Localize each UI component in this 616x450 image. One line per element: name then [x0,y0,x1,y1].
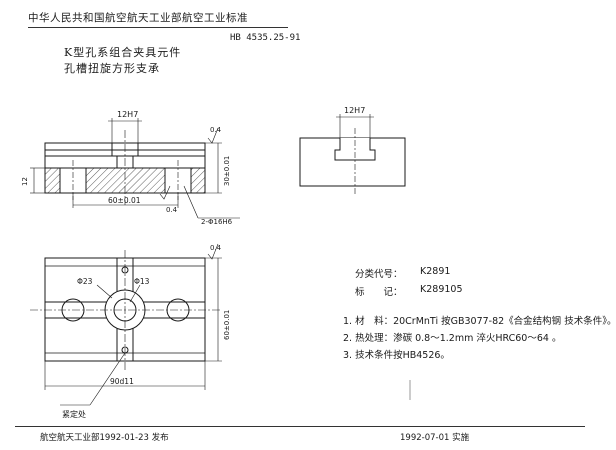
label-dim-30: 30±0.01 [223,156,231,186]
title-line-2: 孔槽扭旋方形支承 [64,62,160,75]
label-rough-b: 0.4 [166,206,178,214]
label-dim-holes: 2-Φ16H6 [201,218,233,226]
label-rough-a: 0.4 [210,126,222,134]
roughness-mark-a [207,127,219,144]
footer-right: 1992-07-01 实施 [400,433,470,443]
note-1: 1. 材 料：20CrMnTi 按GB3077-82《合金结构钢 技术条件》。 [343,316,616,327]
label-setscrew: 紧定处 [62,409,86,419]
roughness-mark-d [207,243,219,260]
technical-drawing: 12H7 0.4 30±0.01 12 60±0.01 0.4 2-Φ16H6 … [21,106,411,419]
label-rough-c: 0.4 [210,244,222,252]
standard-code: HB 4535.25-91 [230,33,301,43]
label-dim-12: 12 [21,177,29,186]
side-view [299,114,406,196]
label-dia-13: Φ13 [134,277,150,286]
roughness-mark-b [159,185,171,200]
header-rule [28,27,288,28]
footer-left: 航空航天工业部1992-01-23 发布 [40,433,169,443]
label-12h7-a: 12H7 [117,110,138,119]
mark-value: K289105 [420,284,463,295]
note-2: 2. 热处理：渗碳 0.8～1.2mm 淬火HRC60～64 。 [343,333,562,344]
standard-title: 中华人民共和国航空航天工业部航空工业标准 [28,12,248,24]
label-12h7-b: 12H7 [344,106,365,115]
label-dim-90: 90d11 [110,377,134,386]
label-dim-60: 60±0.01 [108,196,141,205]
footer-rule [15,426,585,427]
top-view [30,243,222,406]
mark-label: 标 记： [355,287,403,298]
front-section-view [30,118,240,219]
title-line-1: K型孔系组合夹具元件 [64,46,182,59]
note-3: 3. 技术条件按HB4526。 [343,350,450,361]
code-label: 分类代号： [355,269,403,280]
code-value: K2891 [420,266,451,277]
label-dim-60-side: 60±0.01 [223,310,231,340]
label-dia-23: Φ23 [77,277,93,286]
